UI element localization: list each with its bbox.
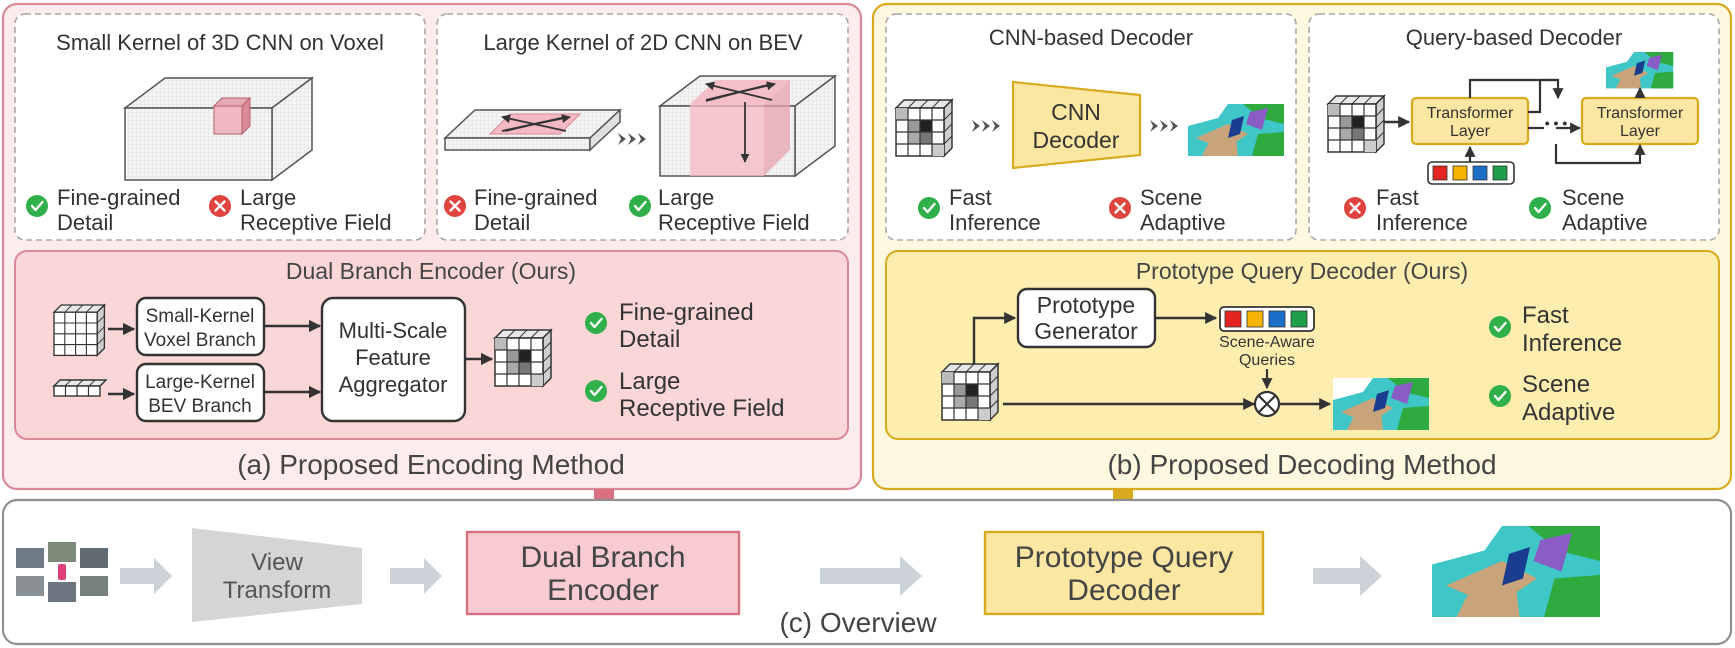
query-pro-line2: Adaptive	[1562, 210, 1648, 235]
check-icon	[627, 193, 653, 219]
voxel-feature-icon	[895, 99, 953, 157]
surround-camera-images	[16, 542, 108, 602]
flow-arrow	[1313, 556, 1382, 596]
voxel-feature-icon	[1327, 95, 1385, 153]
large-kernel-con-line1: Fine-grained	[474, 185, 598, 210]
cross-icon	[1342, 195, 1368, 221]
view-line1: View	[251, 549, 303, 576]
large-kernel-box	[436, 13, 849, 241]
query-tokens	[1427, 161, 1515, 185]
encoder-benefit2-line2: Receptive Field	[619, 395, 784, 422]
triple-arrow-icon	[1150, 120, 1178, 132]
cnn-con-line1: Scene	[1140, 185, 1202, 210]
large-kernel-pro-line1: Large	[658, 185, 714, 210]
check-icon	[24, 193, 50, 219]
large-branch-line1: Large-Kernel	[145, 372, 255, 393]
small-kernel-con-line2: Receptive Field	[240, 210, 392, 235]
large-kernel-con-line2: Detail	[474, 210, 530, 235]
layer2-line2: Layer	[1620, 123, 1661, 140]
generator-line2: Generator	[1034, 318, 1138, 344]
bev-input-icon	[53, 379, 107, 397]
check-icon	[583, 310, 609, 336]
encoder-benefit1-line2: Detail	[619, 326, 680, 353]
voxel-block-large-kernel	[657, 74, 838, 178]
cnn-pro-line2: Inference	[949, 210, 1041, 235]
flow-arrow	[390, 558, 442, 594]
encoder-benefit1-line1: Fine-grained	[619, 299, 754, 326]
scene-aware-query-tokens	[1219, 306, 1315, 332]
cnn-decoder-block	[1011, 80, 1142, 170]
query-con-line2: Inference	[1376, 210, 1468, 235]
aggregator-line2: Feature	[355, 345, 431, 370]
cnn-con-line2: Adaptive	[1140, 210, 1226, 235]
cnn-decoder-title: CNN-based Decoder	[989, 25, 1193, 50]
large-kernel-pro-line2: Receptive Field	[658, 210, 810, 235]
bev-plane	[443, 110, 622, 152]
voxel-block-small-kernel	[122, 76, 315, 182]
layer2-line1: Transformer	[1597, 105, 1684, 122]
triple-arrow-icon	[972, 120, 1000, 132]
layer1-line1: Transformer	[1427, 105, 1514, 122]
check-icon	[583, 378, 609, 404]
voxel-feature-icon	[941, 363, 999, 421]
prototype-query-decoder-block	[983, 530, 1265, 616]
query-pro-line1: Scene	[1562, 185, 1624, 210]
small-kernel-title: Small Kernel of 3D CNN on Voxel	[56, 30, 384, 55]
check-icon	[1487, 314, 1513, 340]
overview-decoder-line1: Prototype Query	[1015, 541, 1233, 574]
large-branch-line2: BEV Branch	[148, 396, 252, 417]
overview-encoder-line2: Encoder	[547, 574, 659, 607]
view-line2: Transform	[223, 577, 331, 604]
overview-decoder-line2: Decoder	[1067, 574, 1180, 607]
view-transform-block	[192, 528, 362, 622]
check-icon	[1487, 383, 1513, 409]
segmentation-output-thumbnail	[1432, 526, 1600, 617]
query-con-line1: Fast	[1376, 185, 1419, 210]
small-kernel-pro-line1: Fine-grained	[57, 185, 181, 210]
flow-arrow	[820, 556, 922, 596]
cnn-block-line2: Decoder	[1033, 127, 1120, 153]
generator-line1: Prototype	[1037, 292, 1135, 318]
small-branch-line1: Small-Kernel	[146, 306, 255, 327]
prototype-decoder-title: Prototype Query Decoder (Ours)	[1136, 258, 1468, 284]
aggregator-line1: Multi-Scale	[339, 318, 448, 343]
encoder-benefit2-line1: Large	[619, 368, 680, 395]
check-icon	[916, 195, 942, 221]
voxel-input-icon	[53, 304, 106, 357]
segmentation-output-thumbnail	[1188, 104, 1284, 156]
encoded-feature-icon	[494, 329, 552, 387]
cross-icon	[442, 193, 468, 219]
panel-a-title: (a) Proposed Encoding Method	[237, 449, 625, 480]
queries-line1: Scene-Aware	[1219, 334, 1315, 351]
cross-icon	[1107, 195, 1133, 221]
prototype-benefit2-line1: Scene	[1522, 371, 1590, 398]
cnn-block-line1: CNN	[1051, 99, 1101, 125]
cross-icon	[207, 193, 233, 219]
cnn-pro-line1: Fast	[949, 185, 992, 210]
multiply-operator-icon	[1253, 390, 1281, 418]
small-kernel-con-line1: Large	[240, 185, 296, 210]
panel-c-title: (c) Overview	[779, 607, 937, 638]
triple-arrow-icon	[618, 133, 646, 145]
panel-b-title: (b) Proposed Decoding Method	[1107, 449, 1496, 480]
segmentation-output-thumbnail	[1606, 52, 1674, 89]
prototype-benefit1-line2: Inference	[1522, 330, 1622, 357]
large-kernel-title: Large Kernel of 2D CNN on BEV	[483, 30, 802, 55]
overview-encoder-line1: Dual Branch	[520, 541, 685, 574]
dual-branch-encoder-block	[465, 530, 741, 616]
prototype-benefit1-line1: Fast	[1522, 302, 1569, 329]
prototype-benefit2-line2: Adaptive	[1522, 399, 1615, 426]
queries-line2: Queries	[1239, 352, 1295, 369]
check-icon	[1527, 195, 1553, 221]
dual-branch-encoder-title: Dual Branch Encoder (Ours)	[286, 258, 576, 284]
aggregator-line3: Aggregator	[339, 372, 448, 397]
segmentation-output-thumbnail	[1333, 378, 1429, 430]
query-decoder-title: Query-based Decoder	[1406, 25, 1622, 50]
flow-arrow	[120, 558, 172, 594]
small-kernel-pro-line2: Detail	[57, 210, 113, 235]
small-branch-line2: Voxel Branch	[144, 330, 256, 351]
layer1-line2: Layer	[1450, 123, 1491, 140]
